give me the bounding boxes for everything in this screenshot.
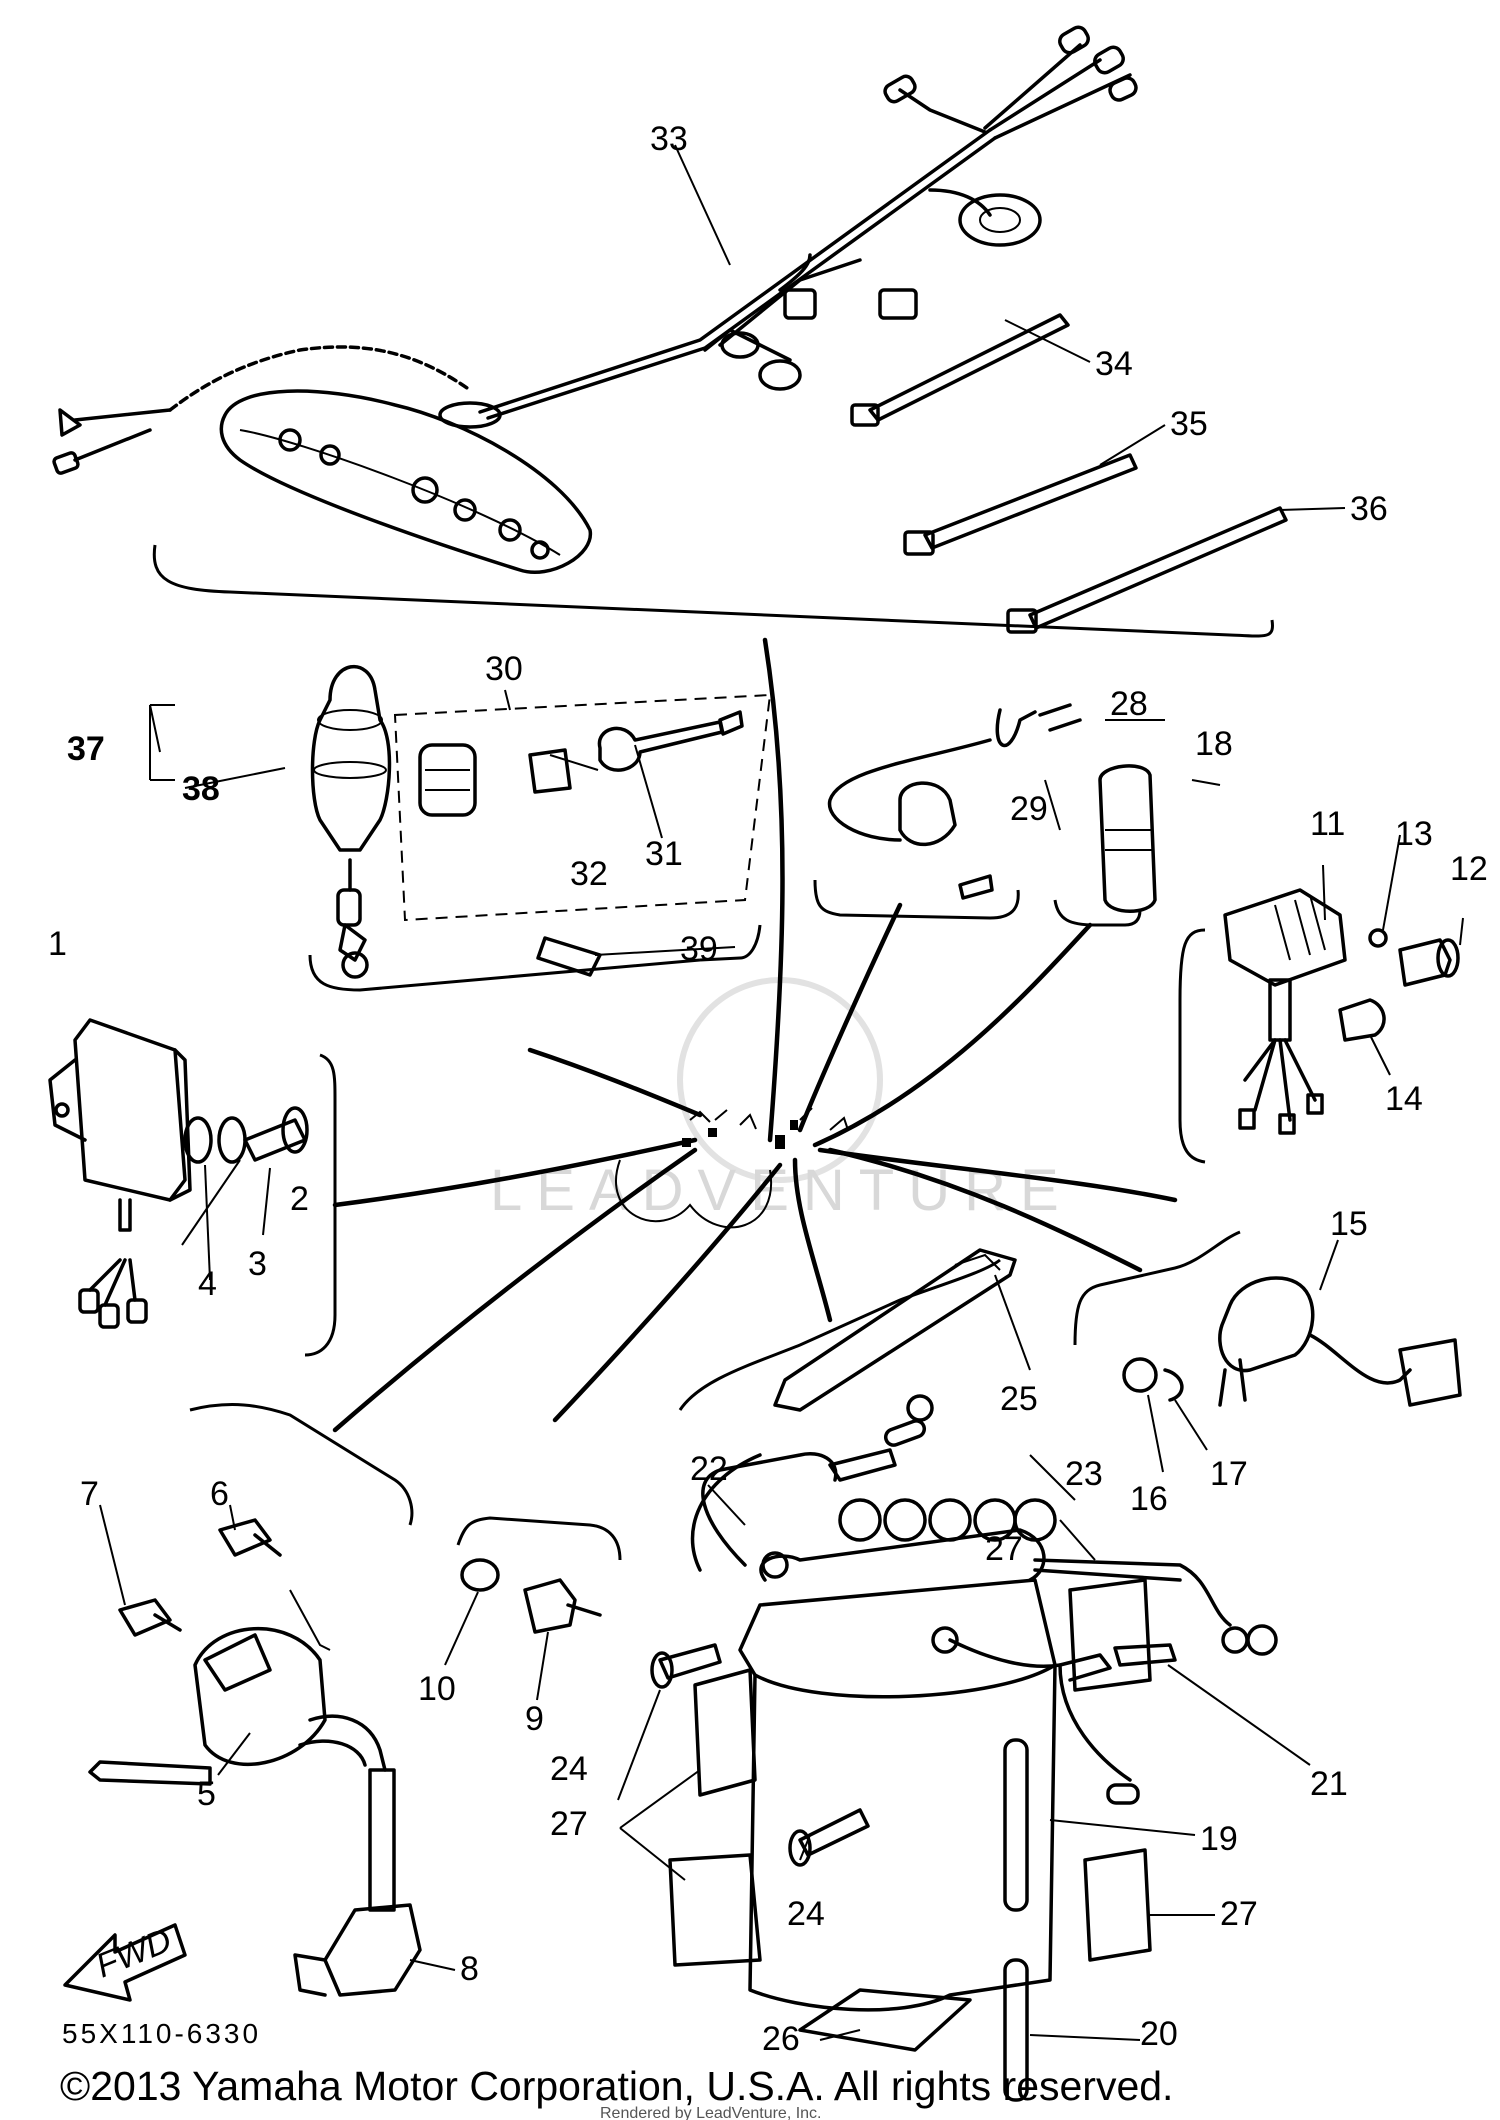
callout-9: 9 xyxy=(525,1700,544,1738)
callout-32: 32 xyxy=(570,855,608,893)
callout-27-left: 27 xyxy=(550,1805,588,1843)
coil-bolts xyxy=(118,1518,282,1637)
group-brackets xyxy=(152,544,1274,1561)
callout-33: 33 xyxy=(650,120,688,158)
fuse-holder xyxy=(827,703,1082,900)
callout-24-left: 24 xyxy=(550,1750,588,1788)
battery-pads xyxy=(668,1578,1152,2052)
callout-7: 7 xyxy=(80,1475,99,1513)
rendered-by-note: Rendered by LeadVenture, Inc. xyxy=(600,2105,822,2120)
ignition-coil xyxy=(88,1627,422,1997)
battery-band xyxy=(773,1248,1017,1412)
main-switch xyxy=(310,664,392,979)
fasteners-12-14 xyxy=(1338,928,1460,1042)
callout-31: 31 xyxy=(645,835,683,873)
watermark: LEADVENTURE xyxy=(490,977,1073,1223)
callout-28: 28 xyxy=(1110,685,1148,723)
callout-10: 10 xyxy=(418,1670,456,1708)
callout-14: 14 xyxy=(1385,1080,1423,1118)
watermark-text: LEADVENTURE xyxy=(490,1158,1073,1223)
junction-wires xyxy=(332,637,1178,1433)
fwd-label: FWD xyxy=(91,1921,177,1985)
callout-3: 3 xyxy=(248,1245,267,1283)
wire-harness xyxy=(52,25,1138,574)
callout-22: 22 xyxy=(690,1450,728,1488)
starter-relay-11 xyxy=(1223,888,1347,1135)
callout-1: 1 xyxy=(48,925,67,963)
cdi-unit xyxy=(48,1018,192,1329)
callout-13: 13 xyxy=(1395,815,1433,853)
callout-34: 34 xyxy=(1095,345,1133,383)
callout-25: 25 xyxy=(1000,1380,1038,1418)
callout-6: 6 xyxy=(210,1475,229,1513)
callout-18: 18 xyxy=(1195,725,1233,763)
copyright-notice: ©2013 Yamaha Motor Corporation, U.S.A. A… xyxy=(60,2063,1173,2109)
callout-2: 2 xyxy=(290,1180,309,1218)
starter-relay-15 xyxy=(1122,1276,1462,1407)
callout-19: 19 xyxy=(1200,1820,1238,1858)
callout-27-top: 27 xyxy=(985,1530,1023,1568)
callout-38: 38 xyxy=(182,770,220,808)
callout-21: 21 xyxy=(1310,1765,1348,1803)
callout-8: 8 xyxy=(460,1950,479,1988)
drawing-code: 55X110-6330 xyxy=(62,2018,261,2049)
callout-16: 16 xyxy=(1130,1480,1168,1518)
callout-5: 5 xyxy=(197,1775,216,1813)
callout-24-bottom: 24 xyxy=(787,1895,825,1933)
screw-washers xyxy=(183,1106,309,1164)
callout-30: 30 xyxy=(485,650,523,688)
leader-lines xyxy=(99,144,1464,2041)
callout-17: 17 xyxy=(1210,1455,1248,1493)
callout-39: 39 xyxy=(680,930,718,968)
callout-20: 20 xyxy=(1140,2015,1178,2053)
fuse-box xyxy=(1098,764,1157,913)
cable-ties xyxy=(850,313,1288,634)
fwd-arrow: FWD xyxy=(63,1921,187,2002)
callout-35: 35 xyxy=(1170,405,1208,443)
callout-27-right: 27 xyxy=(1220,1895,1258,1933)
callout-23: 23 xyxy=(1065,1455,1103,1493)
component-kit-30 xyxy=(393,693,772,977)
ground-bolt xyxy=(460,1558,602,1634)
callout-26: 26 xyxy=(762,2020,800,2058)
callout-37: 37 xyxy=(67,730,105,768)
battery xyxy=(738,1498,1057,2102)
callout-12: 12 xyxy=(1450,850,1488,888)
callout-15: 15 xyxy=(1330,1205,1368,1243)
callout-29: 29 xyxy=(1010,790,1048,828)
callout-11: 11 xyxy=(1310,805,1345,843)
battery-cables xyxy=(690,1394,1278,1805)
callout-36: 36 xyxy=(1350,490,1388,528)
callout-4: 4 xyxy=(198,1265,217,1303)
callout-labels: 33 34 35 36 37 38 30 32 31 39 28 29 18 1… xyxy=(48,120,1488,2058)
battery-bolts xyxy=(650,1643,870,1867)
